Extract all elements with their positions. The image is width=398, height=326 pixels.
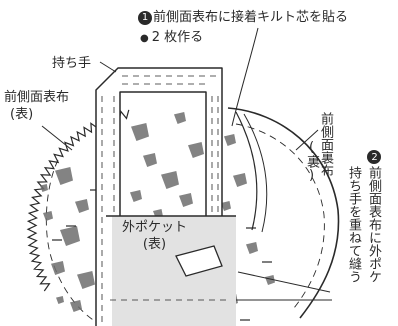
leader-lining <box>295 129 319 151</box>
pocket-fill <box>112 216 236 326</box>
outer-pocket <box>106 215 236 326</box>
leader-outer <box>41 125 73 151</box>
front-side-lining-line1: 前側面裏布 <box>318 112 333 177</box>
outer-pocket-line1: 外ポケット <box>122 220 188 235</box>
handle-label: 持ち手 <box>52 56 92 71</box>
fabric-speckle <box>130 190 142 202</box>
fabric-speckle <box>179 193 193 207</box>
fabric-speckle <box>51 261 65 275</box>
fabric-speckle <box>224 134 236 146</box>
handle-stitch-top <box>122 75 216 85</box>
step1-sub-text: 2 枚作る <box>151 30 204 45</box>
step1-text: 前側面表布に接着キルト芯を貼る <box>153 10 349 25</box>
front-side-lining-label: 前側面裏布 <box>318 112 333 177</box>
front-side-outer-line2: (表) <box>10 107 34 122</box>
step2-number-badge: 2 <box>367 150 381 164</box>
lining-piece <box>227 107 340 319</box>
lining-outline <box>227 107 340 319</box>
leader-step1 <box>231 27 259 127</box>
leader-handle <box>99 61 117 73</box>
fabric-speckle <box>43 211 53 221</box>
pocket-corner-fold <box>175 245 223 277</box>
fabric-speckle <box>55 167 73 185</box>
fabric-speckle <box>40 184 48 192</box>
outer-pocket-line2: (表) <box>142 237 167 252</box>
fabric-speckle <box>246 242 258 254</box>
fabric-speckle <box>188 142 204 158</box>
step1-number-badge: 1 <box>138 11 152 25</box>
front-side-lining-line2: (裏) <box>304 140 319 183</box>
step1-sub: ●2 枚作る <box>140 30 203 46</box>
lining-fold-edge-2 <box>243 113 268 233</box>
outer-zigzag-edge <box>26 109 130 292</box>
bullet-icon: ● <box>140 33 149 44</box>
front-side-outer-line1: 前側面表布 <box>4 90 70 105</box>
fabric-speckle <box>161 171 179 189</box>
lining-fold-edge <box>235 111 258 231</box>
fabric-speckle <box>174 112 186 124</box>
leader-step2 <box>237 271 331 293</box>
leader-lines <box>41 27 332 301</box>
fabric-speckle <box>265 275 275 285</box>
fabric-speckle <box>56 296 64 304</box>
step2-text-col2: 持ち手を重ねて縫う <box>346 166 361 283</box>
lining-seam <box>235 123 325 309</box>
step2-text-col1: 前側面表布に外ポケ <box>366 166 381 283</box>
front-side-outer-label: 前側面表布 (表) <box>4 90 69 122</box>
fabric-speckle <box>70 300 82 312</box>
fabric-speckle <box>60 226 80 246</box>
fabric-speckle <box>75 199 89 213</box>
fabric-speckle <box>77 271 95 289</box>
step2-label-col2: 持ち手を重ねて縫う <box>346 166 361 283</box>
step2-label-col1: 2 前側面表布に外ポケ <box>366 150 381 283</box>
fabric-speckle <box>221 201 231 211</box>
outer-pocket-label: 外ポケット (表) <box>122 220 187 252</box>
fabric-speckle <box>143 153 157 167</box>
front-side-lining-note: (裏) <box>304 140 319 183</box>
fabric-speckle <box>233 173 247 187</box>
fabric-speckle <box>131 123 149 141</box>
